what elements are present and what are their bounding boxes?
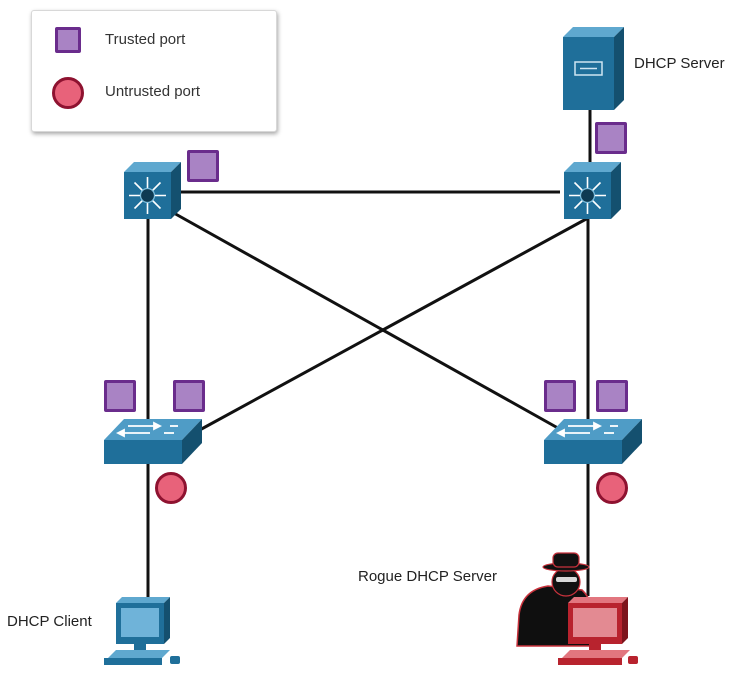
switch-icon: [104, 419, 202, 464]
link-core-right-to-access-left: [195, 216, 589, 434]
core-switch-right[interactable]: [564, 162, 621, 219]
multilayer-switch-icon: [124, 162, 181, 219]
trusted-port-access-right-b: [596, 380, 628, 412]
dhcp-client-label: DHCP Client: [7, 613, 92, 630]
link-core-left-to-access-right: [171, 210, 566, 434]
untrusted-port-access-right: [596, 472, 628, 504]
legend: Trusted port Untrusted port: [31, 10, 277, 132]
legend-untrusted-label: Untrusted port: [105, 83, 201, 100]
dhcp-server[interactable]: [563, 27, 624, 110]
trusted-port-icon: [55, 27, 81, 53]
dhcp-server-label: DHCP Server: [634, 55, 725, 72]
dhcp-client-pc[interactable]: [104, 597, 180, 665]
access-switch-left[interactable]: [104, 419, 202, 464]
access-switch-right[interactable]: [544, 419, 642, 464]
untrusted-port-access-left: [155, 472, 187, 504]
multilayer-switch-icon: [564, 162, 621, 219]
legend-trusted-label: Trusted port: [105, 31, 186, 48]
core-switch-left[interactable]: [124, 162, 181, 219]
untrusted-port-icon: [52, 77, 84, 109]
pc-icon: [558, 597, 638, 665]
rogue-dhcp-server-label: Rogue DHCP Server: [358, 568, 497, 585]
pc-icon: [104, 597, 180, 665]
rogue-dhcp-server[interactable]: [516, 552, 638, 665]
trusted-port-core-left: [187, 150, 219, 182]
links: [146, 110, 592, 600]
trusted-port-access-left-b: [173, 380, 205, 412]
trusted-port-server-uplink: [595, 122, 627, 154]
server-icon: [563, 27, 624, 110]
switch-icon: [544, 419, 642, 464]
trusted-port-access-right-a: [544, 380, 576, 412]
trusted-port-access-left-a: [104, 380, 136, 412]
